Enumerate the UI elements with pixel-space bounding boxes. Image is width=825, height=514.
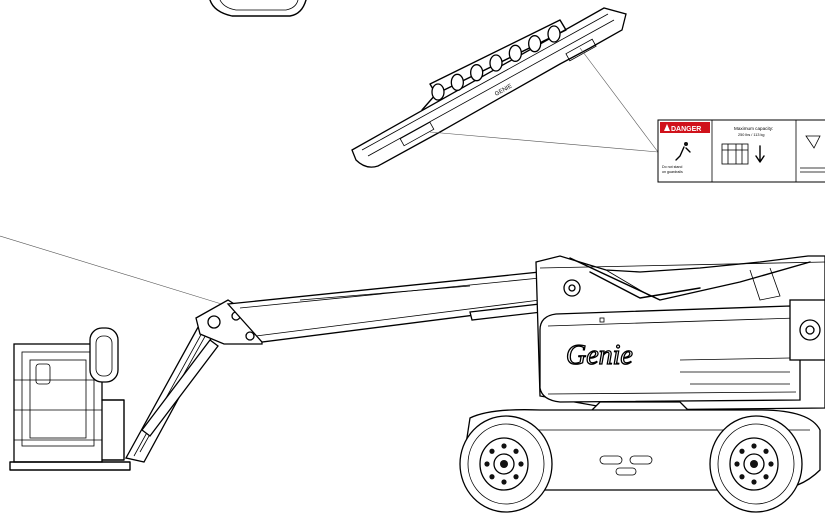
rail-hole (431, 83, 445, 101)
lug-nut (739, 448, 745, 454)
danger-header (660, 122, 710, 133)
decal-danger-word: DANGER (671, 126, 701, 133)
lug-nut (501, 479, 507, 485)
rail-holes (431, 25, 561, 101)
lug-nut (734, 461, 740, 467)
lug-nut (501, 443, 507, 449)
lug-nut (763, 474, 769, 480)
turntable: Genie (535, 255, 825, 411)
safety-decal: DANGER Do not stand on guardrails Maximu… (657, 119, 825, 183)
lug-nut (751, 479, 757, 485)
lug-nut (751, 443, 757, 449)
platform-load-icon (721, 143, 765, 165)
lug-nut (513, 448, 519, 454)
top-fragment (209, 0, 307, 17)
knuckle-joint (195, 299, 263, 345)
rail-hole (528, 35, 542, 53)
rail-hole (547, 25, 561, 43)
warning-triangle-icon (664, 124, 670, 131)
lug-nut (513, 474, 519, 480)
guard-rail-part: GENIE (351, 7, 627, 168)
main-boom (226, 271, 547, 343)
lug-nut (489, 474, 495, 480)
decal-warning-line-1: Do not stand (662, 165, 682, 169)
rail-hole (508, 44, 522, 62)
second-decal-panel (800, 135, 825, 173)
decal-warning-line-2: on guardrails (662, 170, 683, 174)
rail-hole (450, 73, 464, 91)
lug-nut (763, 448, 769, 454)
leader-lines (0, 47, 659, 307)
machine-brand-logo: Genie (566, 340, 633, 371)
decal-capacity-heading: Maximum capacity: (734, 126, 773, 131)
lug-nut (739, 474, 745, 480)
rail-hole (489, 54, 503, 72)
rear-wheel (709, 415, 803, 513)
basket-handle (89, 327, 119, 383)
decal-capacity-value: 250 lbs / 113 kg (738, 133, 765, 137)
front-wheel (459, 415, 553, 513)
rail-hole (470, 64, 484, 82)
lug-nut (518, 461, 524, 467)
fall-hazard-icon (675, 142, 691, 161)
lug-nut (489, 448, 495, 454)
platform-basket (9, 327, 131, 471)
lug-nut (768, 461, 774, 467)
jib-arm (125, 319, 222, 463)
lug-nut (484, 461, 490, 467)
